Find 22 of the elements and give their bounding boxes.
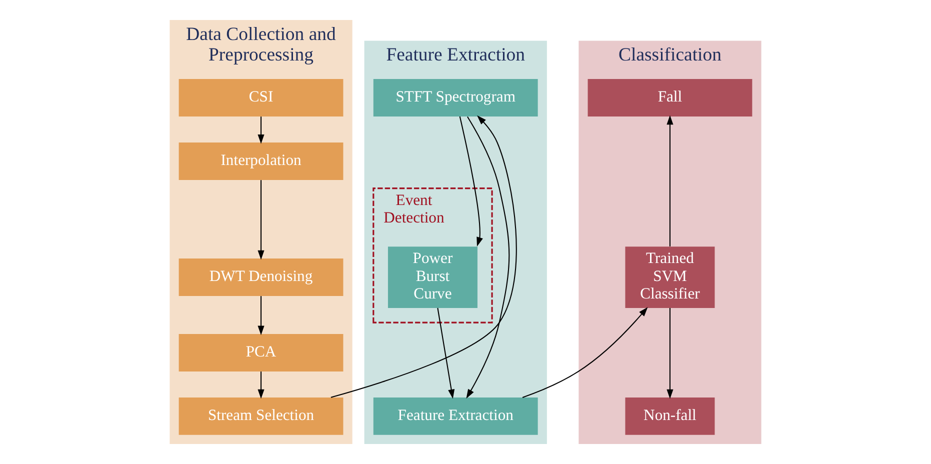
node-box: Fall [588,79,752,116]
arrow [258,296,264,336]
arrow [437,308,455,399]
node-box: PCA [178,334,344,372]
arrow [666,115,674,246]
node-box: Interpolation [178,142,344,180]
arrow [258,116,264,144]
node-box: Feature Extraction [373,397,538,435]
node-box: STFT Spectrogram [373,79,538,116]
arrow [330,115,517,398]
arrow [258,372,264,399]
node-box: Power Burst Curve [388,246,478,308]
arrow [466,116,510,399]
arrow [522,307,648,398]
node-box: Stream Selection [178,397,344,435]
node-box: CSI [178,79,344,116]
node-box: DWT Denoising [178,258,344,296]
arrow [258,180,264,260]
node-box: Non-fall [625,397,715,435]
node-box: Trained SVM Classifier [625,246,715,308]
arrow [459,116,483,247]
arrow [666,308,674,399]
